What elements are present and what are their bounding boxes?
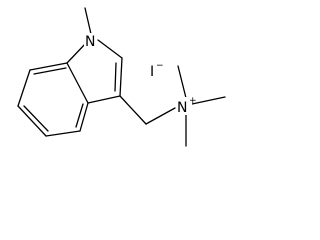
bond-c2-c3-inner [114, 62, 117, 92]
chemical-structure: N N + I − [17, 7, 226, 147]
bond-n-methyl-right [191, 96, 226, 105]
bonds [17, 7, 226, 147]
atom-labels: N N + I − [84, 33, 197, 116]
bond-c7a-c7-inner [33, 67, 67, 75]
indole-nitrogen-label: N [85, 34, 95, 50]
bond-c7a-c7 [29, 62, 68, 71]
iodide-charge-label: − [156, 61, 164, 71]
bond-c4-c3a [79, 102, 89, 132]
ammonium-nitrogen-label: N [177, 100, 187, 116]
bond-c7-c6 [17, 69, 31, 107]
bond-c2-c3 [119, 57, 123, 97]
iodide-label: I [150, 64, 154, 80]
bond-c6-c5 [17, 105, 47, 137]
ammonium-charge-label: + [189, 96, 197, 106]
bond-c3a-c7a [66, 62, 89, 104]
bond-n-methyl [84, 7, 92, 35]
indole-nitrogen-bg [84, 33, 97, 49]
bond-c3-ch2 [119, 95, 147, 125]
bond-ch2-n [145, 107, 176, 125]
bond-c3-c3a [87, 95, 121, 104]
bond-c5-c4 [45, 130, 81, 137]
bond-n-methyl-up [177, 65, 187, 99]
bond-n1-c2 [97, 39, 123, 59]
bond-c4-c3a-inner [75, 103, 84, 128]
bond-c6-c5-inner [23, 105, 49, 132]
bond-c7a-n1 [66, 41, 88, 64]
ammonium-nitrogen-bg [176, 97, 192, 115]
